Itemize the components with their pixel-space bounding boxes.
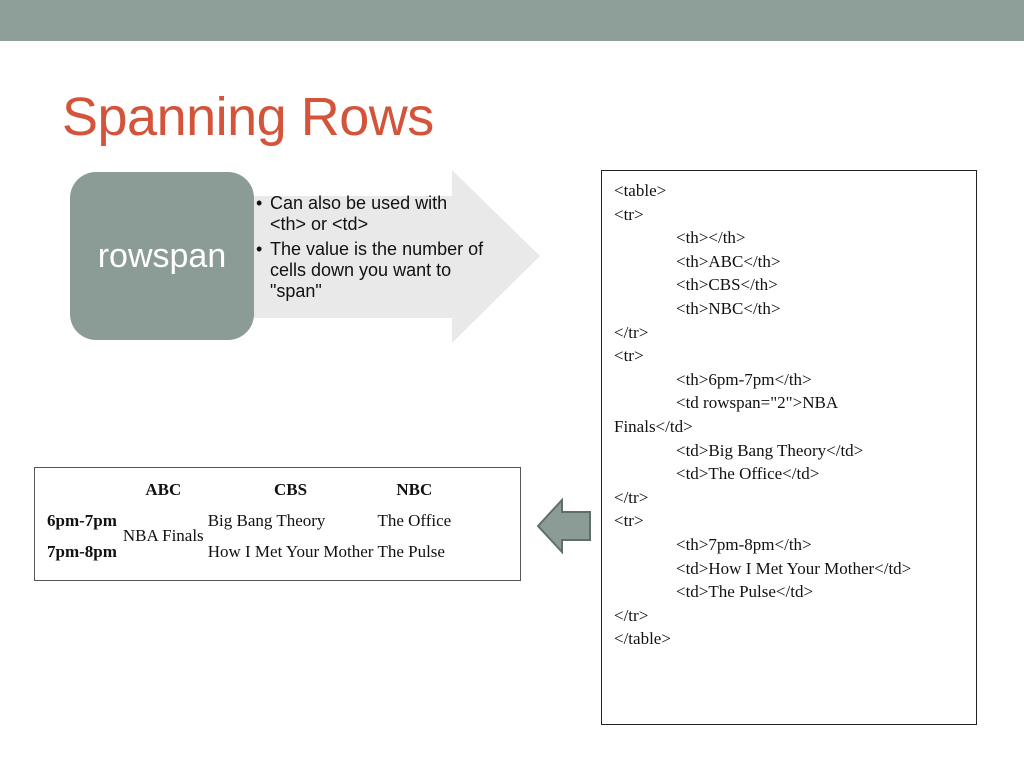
rendered-table: ABC CBS NBC 6pm-7pm NBA Finals Big Bang … xyxy=(45,474,453,567)
row-header-cell: 6pm-7pm xyxy=(47,510,117,530)
code-line: <tr> xyxy=(614,511,644,531)
code-line: <td>Big Bang Theory</td> xyxy=(676,440,864,460)
code-line: <th>7pm-8pm</th> xyxy=(676,534,812,554)
table-row: 7pm-8pm How I Met Your Mother The Pulse xyxy=(45,536,453,567)
header-cell: NBC xyxy=(396,479,433,499)
bullet-dot: • xyxy=(256,239,263,259)
code-line: <th>ABC</th> xyxy=(676,251,781,271)
code-line: </tr> xyxy=(614,322,649,342)
table-cell: Big Bang Theory xyxy=(207,510,326,530)
code-line: <td rowspan="2">NBA xyxy=(676,393,839,413)
bullet-text: The value is the number of cells down yo… xyxy=(270,239,484,301)
code-line: <th>NBC</th> xyxy=(676,298,781,318)
bullet-dot: • xyxy=(256,193,263,213)
code-line: <th>6pm-7pm</th> xyxy=(676,369,812,389)
code-line: </tr> xyxy=(614,605,649,625)
code-line: Finals</td> xyxy=(614,416,693,436)
bullet-item: • Can also be used with <th> or <td> xyxy=(256,193,486,235)
table-cell: The Office xyxy=(377,510,452,530)
code-sample-box: <table> <tr> <th></th> <th>ABC</th> <th>… xyxy=(601,170,977,725)
code-line: <th>CBS</th> xyxy=(676,275,778,295)
table-cell: The Pulse xyxy=(377,541,445,561)
rowspan-key-box: rowspan xyxy=(70,172,254,340)
key-label: rowspan xyxy=(97,236,227,275)
top-accent-bar xyxy=(0,0,1024,41)
code-line: <th></th> xyxy=(676,228,746,248)
table-cell: How I Met Your Mother xyxy=(207,541,374,561)
header-cell: CBS xyxy=(274,479,308,499)
code-line: <table> xyxy=(614,181,667,200)
code-line: </tr> xyxy=(614,487,649,507)
slide-title: Spanning Rows xyxy=(62,87,434,147)
code-line: </table> xyxy=(614,629,671,649)
code-line: <td>The Office</td> xyxy=(676,464,820,484)
row-header-cell: 7pm-8pm xyxy=(47,541,117,561)
header-cell: ABC xyxy=(145,479,182,499)
right-arrow-shape xyxy=(210,170,540,343)
bullet-text: Can also be used with <th> or <td> xyxy=(270,193,448,234)
table-header-row: ABC CBS NBC xyxy=(45,474,453,505)
code-line: <td>The Pulse</td> xyxy=(676,582,814,602)
left-arrow-icon xyxy=(536,497,591,555)
table-row: 6pm-7pm NBA Finals Big Bang Theory The O… xyxy=(45,505,453,546)
code-line: <tr> xyxy=(614,346,644,366)
spanning-cell: NBA Finals xyxy=(122,526,204,545)
bullet-list: • Can also be used with <th> or <td> • The… xyxy=(256,193,486,306)
rendered-table-box: ABC CBS NBC 6pm-7pm NBA Finals Big Bang … xyxy=(34,467,521,581)
header-cell xyxy=(45,474,121,505)
bullet-item: • The value is the number of cells down y… xyxy=(256,239,486,302)
code-line: <td>How I Met Your Mother</td> xyxy=(676,558,912,578)
code-line: <tr> xyxy=(614,204,644,224)
